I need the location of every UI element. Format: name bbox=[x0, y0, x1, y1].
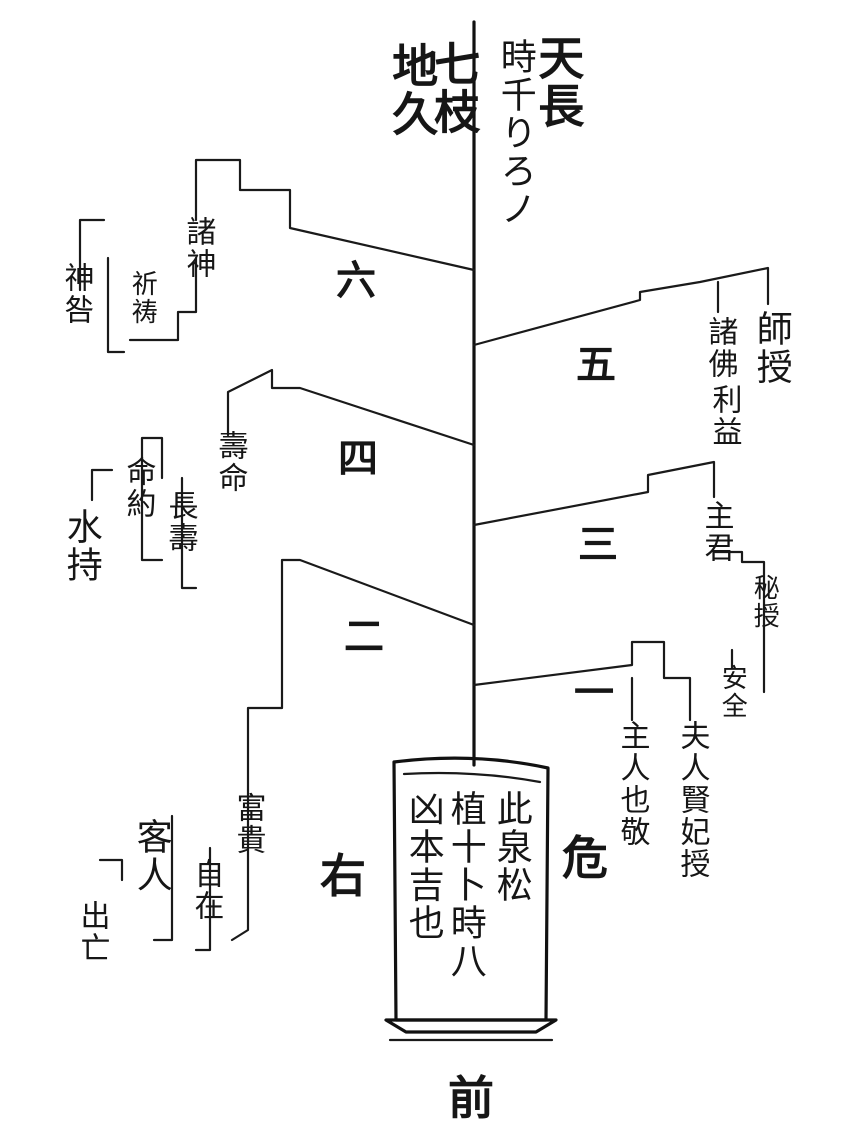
bracket-jizai bbox=[194, 846, 212, 952]
branch-three-number: 三 bbox=[578, 521, 618, 568]
label-front: 前 bbox=[448, 1071, 494, 1125]
label-anzen: 安全 bbox=[717, 664, 748, 720]
label-suiji: 水持 bbox=[60, 508, 102, 584]
top-heaven-length: 天長 bbox=[531, 34, 586, 130]
label-jumyo: 壽命 bbox=[212, 430, 248, 494]
bracket-shoshin bbox=[128, 256, 198, 342]
branch-two-number: 二 bbox=[344, 613, 384, 660]
branch-one-number: 一 bbox=[574, 669, 614, 716]
bracket-meiyaku bbox=[140, 436, 164, 562]
label-jizai: 自在 bbox=[188, 858, 224, 922]
plaque-inner-top bbox=[402, 771, 542, 784]
label-kyakujin: 客人 bbox=[130, 818, 172, 894]
label-fujin-ken: 夫人賢妃授 bbox=[674, 720, 710, 880]
bracket-shin-top bbox=[78, 218, 106, 292]
bracket-kyakujin bbox=[152, 814, 174, 942]
top-hour-ruler: 時千りろノ bbox=[494, 38, 536, 228]
label-shobutsu: 諸佛 bbox=[702, 316, 738, 380]
plaque-border bbox=[392, 756, 550, 1022]
bracket-hisen bbox=[712, 550, 766, 694]
branch-two-line bbox=[246, 558, 476, 792]
bracket-suiji bbox=[90, 468, 114, 502]
branch-three-line bbox=[472, 460, 716, 527]
plaque-column-2: 植十卜時八 bbox=[444, 790, 486, 980]
label-shukun: 主君 bbox=[698, 500, 734, 564]
branch-one-line bbox=[472, 640, 692, 722]
label-shujin-kei: 主人也敬 bbox=[614, 720, 650, 848]
plaque-base bbox=[384, 1018, 558, 1034]
top-seven-branches: 七枝 bbox=[427, 40, 482, 136]
label-shoshin: 諸神 bbox=[180, 216, 216, 280]
label-danger: 危 bbox=[562, 831, 608, 885]
branch-five-number: 五 bbox=[576, 341, 616, 388]
label-fuki: 富貴 bbox=[230, 792, 266, 856]
top-earth-long: 地久 bbox=[385, 42, 440, 138]
label-right-side: 右 bbox=[320, 849, 366, 903]
label-kigan: 祈祷 bbox=[127, 270, 158, 326]
branch-six-line bbox=[194, 158, 476, 272]
bracket-fuki bbox=[230, 788, 250, 942]
label-meiyaku: 命約 bbox=[120, 456, 156, 520]
label-shi-sen: 師授 bbox=[750, 310, 792, 386]
branch-six-number: 六 bbox=[336, 257, 376, 304]
label-tobo: 出亡 bbox=[74, 900, 110, 964]
bracket-shin bbox=[106, 256, 126, 354]
plaque-column-1: 此泉松 bbox=[490, 790, 532, 904]
bracket-chojyu bbox=[180, 476, 198, 590]
label-hisen: 秘授 bbox=[749, 574, 780, 630]
label-chojyu: 長壽 bbox=[162, 490, 198, 554]
plaque-column-3: 凶本吉也 bbox=[402, 790, 444, 942]
branch-five-line bbox=[472, 266, 770, 347]
bracket-tobo bbox=[98, 858, 124, 882]
branch-four-line bbox=[226, 368, 476, 447]
label-rizai: 利益 bbox=[706, 384, 742, 448]
label-shin-kyu: 神咎 bbox=[58, 262, 94, 326]
branch-four-number: 四 bbox=[338, 435, 378, 482]
